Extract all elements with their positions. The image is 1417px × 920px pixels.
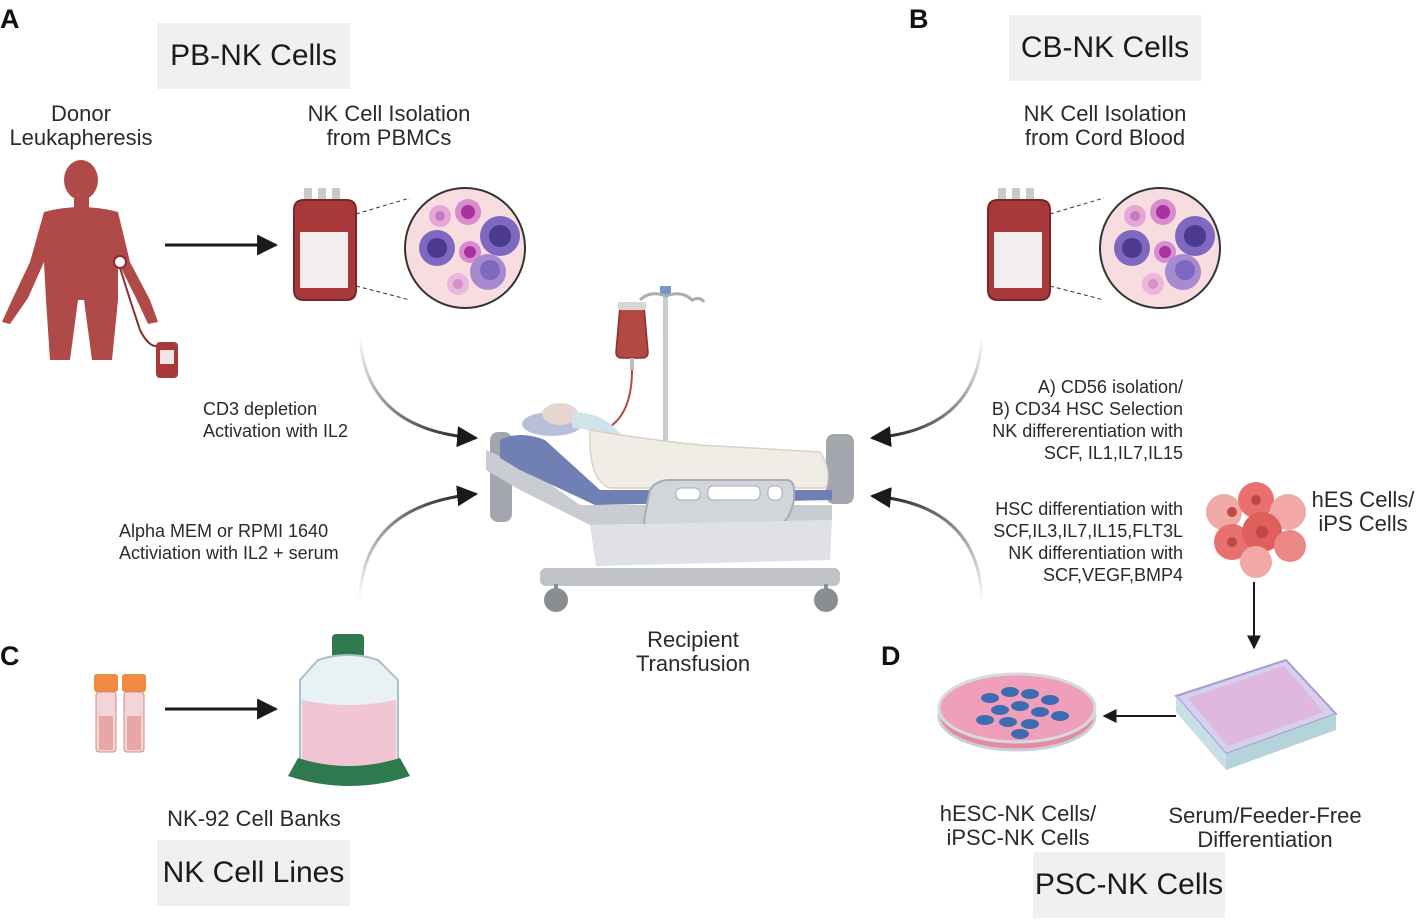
recipient-transfusion-line: Transfusion <box>635 651 751 676</box>
cord-isolation-line: NK Cell Isolation <box>1023 101 1187 126</box>
pbmc-cells-magnified <box>404 187 526 309</box>
stem-cells-line: iPS Cells <box>1318 511 1408 536</box>
cell-lines-process-text: Alpha MEM or RPMI 1640 Activiation with … <box>119 520 339 564</box>
panel-letter-b: B <box>909 4 929 34</box>
psc-nk-product-line: hESC-NK Cells/ <box>939 801 1097 826</box>
stem-cell-cluster <box>1206 482 1306 578</box>
panel-letter-a: A <box>0 4 20 34</box>
stem-cells-line: hES Cells/ <box>1311 487 1415 512</box>
pscnk-process-line: NK differentiation with <box>1008 543 1183 563</box>
pbmc-isolation-line: NK Cell Isolation <box>307 101 471 126</box>
cord-isolation-label: NK Cell Isolation from Cord Blood <box>1008 102 1202 150</box>
pbnk-process-text: CD3 depletion Activation with IL2 <box>203 398 348 442</box>
cell-lines-process-line: Alpha MEM or RPMI 1640 <box>119 521 329 541</box>
pscnk-process-line: SCF,IL3,IL7,IL15,FLT3L <box>993 521 1183 541</box>
differentiation-label: Serum/Feeder-Free Differentiation <box>1160 804 1370 852</box>
cbnk-process-line: B) CD34 HSC Selection <box>991 399 1183 419</box>
nk92-vials <box>94 674 146 753</box>
pbmc-isolation-line: from PBMCs <box>326 125 452 150</box>
arrow-pscnk-to-bed <box>869 487 984 603</box>
pbnk-process-line: Activation with IL2 <box>203 421 349 441</box>
arrow-pbnk-to-bed <box>358 335 479 448</box>
petri-dish <box>937 672 1097 752</box>
panel-a-title: PB-NK Cells <box>157 23 350 89</box>
pscnk-process-line: HSC differentiation with <box>995 499 1183 519</box>
recipient-transfusion-line: Recipient <box>647 627 739 652</box>
hospital-bed <box>486 286 854 612</box>
cbnk-process-line: A) CD56 isolation/ <box>1037 377 1183 397</box>
pbmc-isolation-label: NK Cell Isolation from PBMCs <box>296 102 482 150</box>
psc-nk-product-line: iPSC-NK Cells <box>946 825 1090 850</box>
panel-d-title: PSC-NK Cells <box>1033 852 1225 918</box>
psc-nk-product-label: hESC-NK Cells/ iPSC-NK Cells <box>926 802 1110 850</box>
culture-flask <box>288 634 410 786</box>
cord-isolation-line: from Cord Blood <box>1024 125 1186 150</box>
pbnk-process-line: CD3 depletion <box>203 399 318 419</box>
blood-bag-cord <box>987 188 1051 301</box>
pscnk-process-text: HSC differentiation with SCF,IL3,IL7,IL1… <box>960 498 1183 586</box>
panel-letter-c: C <box>0 641 20 671</box>
blood-bag-pbmc <box>293 188 357 301</box>
donor-label-line: Donor <box>51 101 111 126</box>
cbnk-process-line: SCF, IL1,IL7,IL15 <box>1043 443 1183 463</box>
differentiation-line: Differentiation <box>1197 827 1333 852</box>
stem-cells-label: hES Cells/ iPS Cells <box>1302 488 1417 536</box>
cord-blood-cells-magnified <box>1099 187 1221 309</box>
panel-b-title: CB-NK Cells <box>1009 15 1201 81</box>
panel-c-title: NK Cell Lines <box>157 840 350 906</box>
donor-label: Donor Leukapheresis <box>2 102 160 150</box>
arrow-cell-lines-to-bed <box>358 485 479 601</box>
nk92-bank-label: NK-92 Cell Banks <box>167 806 341 831</box>
donor-figure <box>2 160 178 378</box>
well-plate <box>1174 658 1338 770</box>
cbnk-process-line: NK differerentiation with <box>992 421 1183 441</box>
pscnk-process-line: SCF,VEGF,BMP4 <box>1042 565 1183 585</box>
differentiation-line: Serum/Feeder-Free <box>1168 803 1362 828</box>
cbnk-process-text: A) CD56 isolation/ B) CD34 HSC Selection… <box>960 376 1183 464</box>
arrow-cbnk-to-bed <box>869 335 984 448</box>
recipient-transfusion-label: Recipient Transfusion <box>613 628 773 676</box>
donor-label-line: Leukapheresis <box>9 125 153 150</box>
panel-letter-d: D <box>881 641 901 671</box>
cell-lines-process-line: Activiation with IL2 + serum <box>119 543 339 563</box>
